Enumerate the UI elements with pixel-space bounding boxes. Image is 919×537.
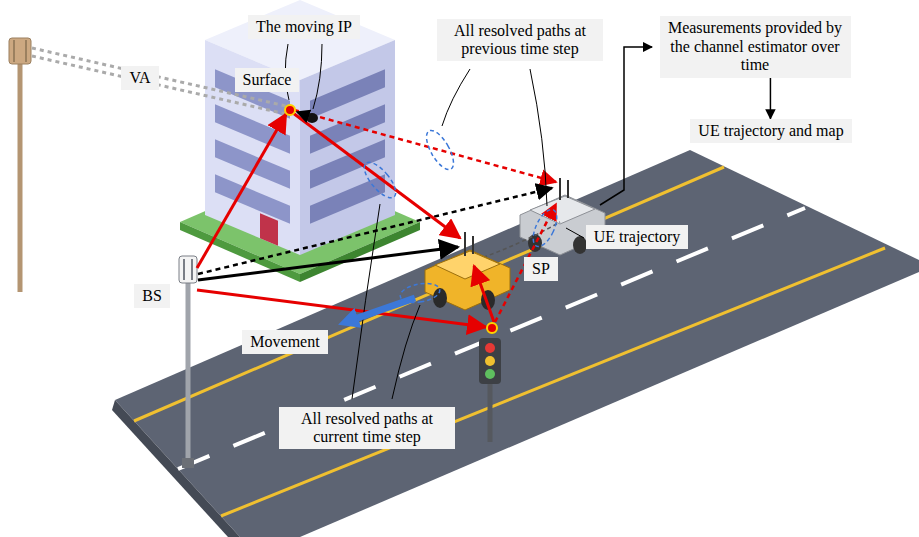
current-car-part [472, 236, 474, 254]
building [180, 0, 420, 282]
current-car-part [435, 251, 500, 279]
label-box: All resolved paths at previous time step [437, 19, 603, 62]
label-box: UE trajectory and map [690, 119, 851, 143]
current-paths-part [293, 113, 460, 238]
label-text: BS [142, 287, 162, 305]
leader-lines-part [530, 69, 547, 206]
current-paths-part [197, 114, 286, 268]
label-text: UE trajectory and map [698, 122, 843, 140]
label-text: All resolved paths at previous time step [445, 22, 595, 59]
scatter-points-part [297, 112, 308, 116]
leader-lines-part [352, 204, 380, 399]
movement-arrow-part [346, 298, 415, 322]
previous-paths [198, 110, 556, 322]
base-station [179, 256, 197, 468]
previous-car-part [528, 234, 542, 252]
previous-car-part [567, 180, 569, 198]
movement-arrow [346, 298, 415, 322]
leader-lines-part [313, 44, 322, 109]
flow-arrow [770, 78, 772, 119]
label-box: Movement [242, 330, 327, 354]
traffic-light-part [488, 380, 493, 442]
current-paths-part [474, 266, 494, 322]
building-part [310, 69, 385, 224]
current-paths [197, 113, 494, 327]
ue-trajectory-line-part [566, 228, 584, 238]
scatter-points-part [285, 105, 295, 115]
base-station-part [186, 282, 191, 465]
label-box: BS [134, 284, 170, 308]
previous-paths-part [294, 110, 556, 182]
building-part-part [310, 174, 385, 224]
label-text: VA [129, 69, 150, 87]
base-station-part [191, 259, 193, 280]
building-part [215, 69, 290, 251]
label-box: VA [121, 66, 158, 90]
current-paths-part [197, 290, 486, 327]
base-station-part [182, 458, 194, 468]
base-station-part [179, 256, 197, 283]
scatter-points-part [487, 323, 497, 333]
road-part [112, 400, 240, 537]
label-box: Measurements provided by the channel est… [660, 16, 851, 77]
path-ellipses-part [359, 157, 401, 202]
traffic-light-part [485, 369, 495, 379]
previous-car-part [559, 178, 561, 200]
virtual-anchor-part [18, 62, 23, 292]
traffic-light-part [485, 356, 495, 366]
current-car-part [464, 232, 466, 256]
traffic-light [479, 338, 501, 442]
label-box: Surface [235, 68, 300, 92]
scatter-points-part [306, 113, 318, 123]
building-part [205, 40, 300, 255]
label-box: SP [524, 257, 558, 281]
leader-lines-part [442, 69, 470, 126]
label-text: SP [532, 260, 550, 278]
road-part [221, 248, 885, 516]
label-text: Measurements provided by the channel est… [668, 19, 843, 74]
label-text: Movement [250, 333, 319, 351]
leader-lines-part [392, 305, 420, 399]
current-car-part [425, 250, 510, 310]
traffic-light-part [485, 343, 495, 353]
label-box: UE trajectory [586, 225, 689, 249]
path-ellipses-part [528, 206, 561, 250]
label-box: All resolved paths at current time step [279, 407, 455, 450]
scatter-points [285, 105, 497, 333]
virtual-anchor-part [25, 40, 27, 62]
label-text: The moving IP [256, 18, 352, 36]
path-ellipses [359, 126, 562, 305]
current-paths-part [198, 247, 458, 280]
virtual-anchor [9, 38, 31, 292]
label-text: UE trajectory [594, 228, 681, 246]
virtual-anchor-part [9, 38, 31, 64]
label-text: Surface [243, 71, 292, 89]
measurement-feed [600, 47, 652, 205]
traffic-light-part [479, 338, 501, 384]
label-box: The moving IP [248, 15, 360, 39]
measurement-feed-part [600, 47, 652, 205]
building-part [300, 40, 395, 255]
label-text: All resolved paths at current time step [287, 410, 447, 447]
previous-paths-part [198, 188, 552, 274]
building-part-part [260, 213, 278, 246]
base-station-part [183, 259, 185, 280]
virtual-anchor-part [13, 40, 15, 62]
path-ellipses-part [421, 126, 459, 173]
current-car [425, 232, 510, 310]
